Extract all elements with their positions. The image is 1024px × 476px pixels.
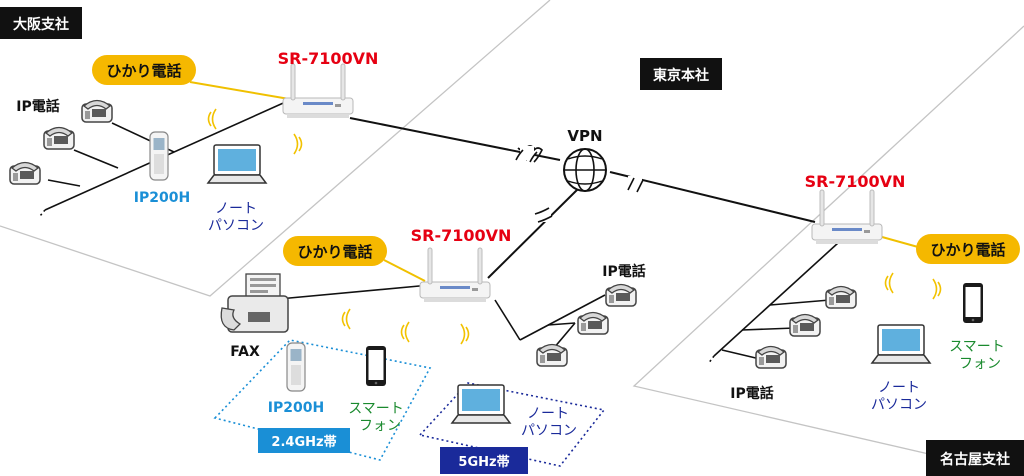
nagoya-router-label: SR-7100VN bbox=[805, 172, 906, 191]
nagoya-ip-phone-label: IP電話 bbox=[730, 385, 773, 402]
tokyo-notebook-label-2: パソコン bbox=[521, 423, 577, 439]
vpn-label: VPN bbox=[567, 127, 602, 145]
tokyo-smartphone-label-2: フォン bbox=[359, 418, 401, 434]
tokyo-fax-icon bbox=[220, 273, 289, 333]
nagoya-notebook-label-2: パソコン bbox=[871, 397, 927, 413]
region-tag-tokyo: 東京本社 bbox=[640, 58, 722, 90]
tokyo-fiber-label: ひかり電話 bbox=[297, 243, 372, 261]
tokyo-notebook-label-1: ノート bbox=[527, 406, 569, 422]
ip-phone-icon bbox=[9, 161, 41, 185]
nagoya-notebook-icon bbox=[871, 324, 931, 364]
osaka-region-border bbox=[0, 0, 551, 297]
region-tag-osaka: 大阪支社 bbox=[0, 7, 82, 39]
vpn-links bbox=[349, 117, 816, 279]
nagoya-region-border bbox=[632, 25, 1024, 476]
tokyo-router bbox=[419, 247, 491, 303]
osaka-ip200h-label: IP200H bbox=[134, 190, 190, 206]
osaka-router-label: SR-7100VN bbox=[278, 49, 379, 68]
nagoya-smartphone-icon bbox=[963, 283, 983, 323]
tokyo-notebook-icon bbox=[451, 384, 511, 424]
ip-phone-icon bbox=[81, 99, 113, 123]
ip-phone-icon bbox=[536, 343, 568, 367]
nagoya-ip-phones bbox=[755, 285, 857, 369]
region-label-osaka: 大阪支社 bbox=[13, 16, 69, 33]
nagoya-notebook-label-1: ノート bbox=[878, 380, 920, 396]
osaka-notebook-icon bbox=[207, 144, 267, 184]
region-label-tokyo: 東京本社 bbox=[653, 67, 709, 84]
osaka-ip200h-handset bbox=[149, 131, 169, 181]
band-24-zone bbox=[213, 339, 432, 461]
vpn-break-osaka bbox=[515, 145, 543, 163]
region-label-nagoya: 名古屋支社 bbox=[940, 451, 1010, 468]
tokyo-smartphone-icon bbox=[366, 346, 386, 386]
tokyo-ip-phone-label: IP電話 bbox=[602, 263, 645, 280]
ip-phone-icon bbox=[43, 126, 75, 150]
tokyo-lan bbox=[267, 284, 606, 356]
region-tag-nagoya: 名古屋支社 bbox=[926, 440, 1024, 476]
nagoya-smartphone-label-1: スマート bbox=[949, 339, 1005, 355]
tokyo-wifi-waves bbox=[341, 308, 470, 345]
nagoya-fiber-label: ひかり電話 bbox=[930, 241, 1005, 259]
nagoya-fiber-badge: ひかり電話 bbox=[916, 234, 1020, 264]
ip-phone-icon bbox=[755, 345, 787, 369]
osaka-router bbox=[282, 63, 354, 119]
ip-phone-icon bbox=[605, 283, 637, 307]
band-5-label: 5GHz帯 bbox=[458, 454, 509, 470]
vpn-link-tokyo bbox=[487, 184, 583, 279]
nagoya-router bbox=[811, 189, 883, 245]
band-24-badge: 2.4GHz帯 bbox=[258, 428, 350, 453]
tokyo-smartphone-label-1: スマート bbox=[348, 401, 404, 417]
osaka-ip-phone-label: IP電話 bbox=[16, 98, 59, 115]
ip-phone-icon bbox=[577, 311, 609, 335]
tokyo-router-label: SR-7100VN bbox=[411, 226, 512, 245]
tokyo-ip200h-label: IP200H bbox=[268, 400, 324, 416]
ip-phone-icon bbox=[825, 285, 857, 309]
osaka-fiber-badge: ひかり電話 bbox=[92, 55, 196, 85]
ip-phone-icon bbox=[789, 313, 821, 337]
osaka-fiber-line bbox=[189, 81, 296, 101]
band-24-label: 2.4GHz帯 bbox=[271, 434, 336, 450]
vpn-link-nagoya bbox=[609, 171, 816, 223]
tokyo-fax-label: FAX bbox=[230, 344, 260, 360]
vpn-break-tokyo bbox=[534, 207, 553, 223]
osaka-fiber-label: ひかり電話 bbox=[106, 62, 181, 80]
osaka-notebook-label-2: パソコン bbox=[208, 218, 264, 234]
nagoya-wifi-waves bbox=[884, 272, 942, 300]
nagoya-fiber-line bbox=[881, 236, 919, 248]
tokyo-ip200h-handset bbox=[286, 342, 306, 392]
tokyo-fiber-line bbox=[383, 259, 426, 282]
band-5-badge: 5GHz帯 bbox=[440, 447, 528, 474]
tokyo-fiber-badge: ひかり電話 bbox=[283, 236, 387, 266]
vpn-break-nagoya bbox=[627, 176, 644, 193]
osaka-notebook-label-1: ノート bbox=[215, 201, 257, 217]
vpn-globe-icon bbox=[563, 148, 607, 192]
nagoya-smartphone-label-2: フォン bbox=[959, 356, 1001, 372]
nagoya-lan bbox=[707, 242, 839, 365]
